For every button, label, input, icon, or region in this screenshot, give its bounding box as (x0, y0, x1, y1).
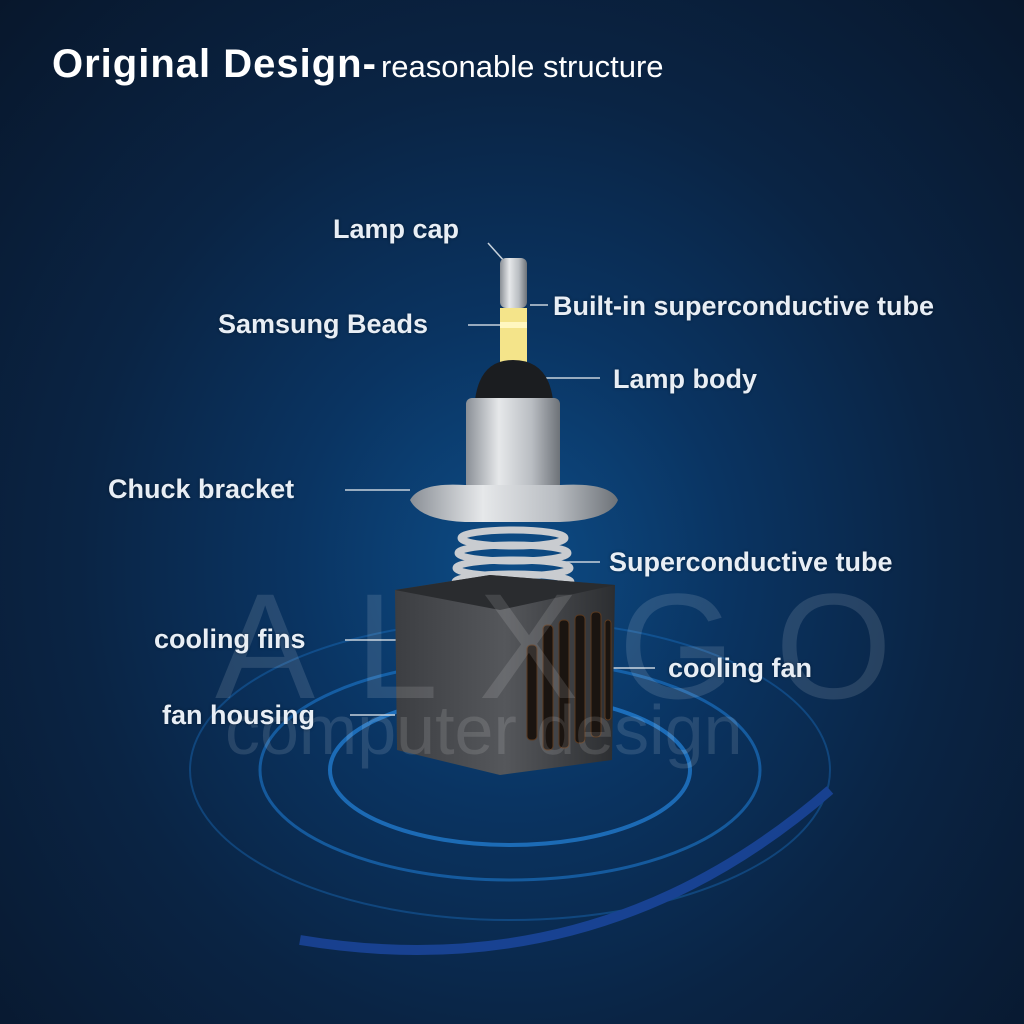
label-superconductive-tube: Superconductive tube (609, 547, 893, 577)
title-rest: reasonable structure (380, 49, 664, 84)
label-lamp-body: Lamp body (613, 364, 758, 394)
label-cooling-fins: cooling fins (154, 624, 306, 654)
label-chuck-bracket: Chuck bracket (108, 474, 295, 504)
label-cooling-fan: cooling fan (668, 653, 812, 683)
page-title: Original Design-reasonable structure (52, 42, 664, 87)
label-fan-housing: fan housing (162, 700, 315, 730)
label-lamp-cap: Lamp cap (333, 214, 460, 244)
label-built-in-tube: Built-in superconductive tube (553, 291, 935, 321)
title-bold: Original Design- (52, 42, 377, 86)
label-samsung-beads: Samsung Beads (218, 309, 429, 339)
